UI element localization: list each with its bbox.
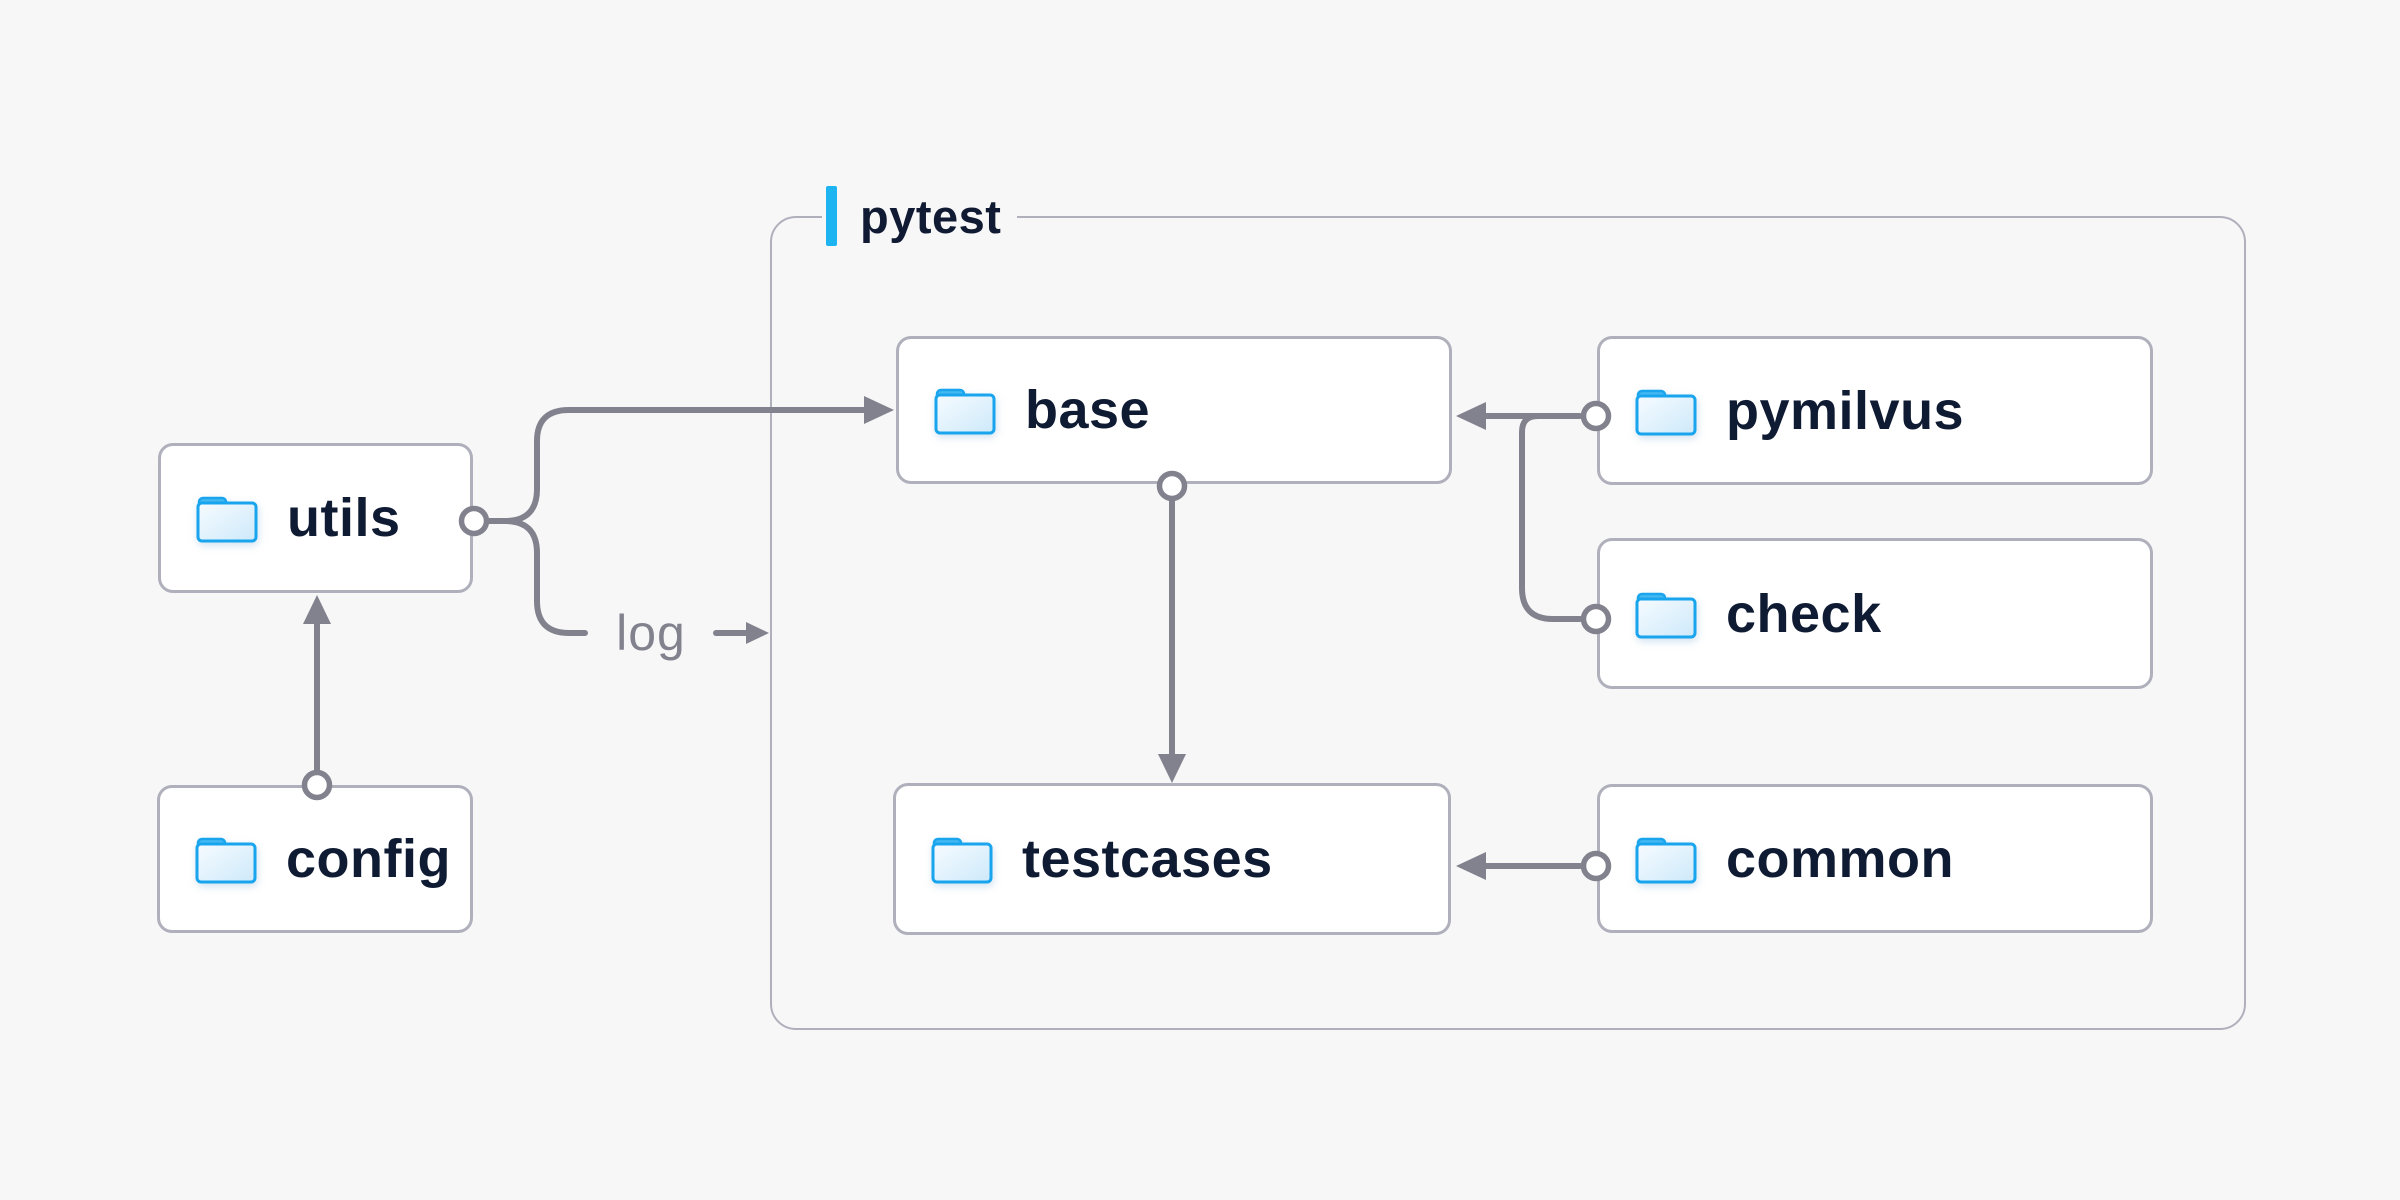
folder-icon bbox=[931, 837, 993, 884]
edge-config-to-utils bbox=[303, 595, 331, 774]
node-pymilvus: pymilvus bbox=[1597, 336, 2153, 485]
node-label: check bbox=[1726, 583, 1882, 644]
node-config: config bbox=[157, 785, 473, 933]
folder-icon bbox=[1635, 389, 1697, 435]
node-check: check bbox=[1597, 538, 2153, 689]
arrowhead-up bbox=[303, 595, 331, 624]
pytest-group-container bbox=[770, 216, 2246, 1030]
folder-icon bbox=[934, 388, 996, 435]
arrowhead-right-small bbox=[746, 622, 769, 644]
node-label: testcases bbox=[1022, 829, 1273, 889]
folder-icon bbox=[1635, 837, 1697, 883]
node-label: utils bbox=[287, 488, 401, 548]
node-label: pymilvus bbox=[1726, 380, 1965, 441]
folder-icon bbox=[195, 837, 257, 884]
accent-bar bbox=[826, 186, 837, 246]
node-label: common bbox=[1726, 828, 1955, 889]
pytest-group-title: pytest bbox=[860, 189, 1002, 243]
pytest-group-label: pytest bbox=[822, 180, 1018, 252]
folder-icon bbox=[1635, 592, 1697, 638]
node-testcases: testcases bbox=[893, 783, 1451, 935]
node-label: config bbox=[286, 829, 451, 889]
folder-icon bbox=[196, 496, 258, 543]
node-common: common bbox=[1597, 784, 2153, 933]
node-utils: utils bbox=[158, 443, 473, 593]
node-label: base bbox=[1025, 380, 1151, 440]
node-base: base bbox=[896, 336, 1452, 484]
edge-label-log: log bbox=[616, 605, 686, 661]
